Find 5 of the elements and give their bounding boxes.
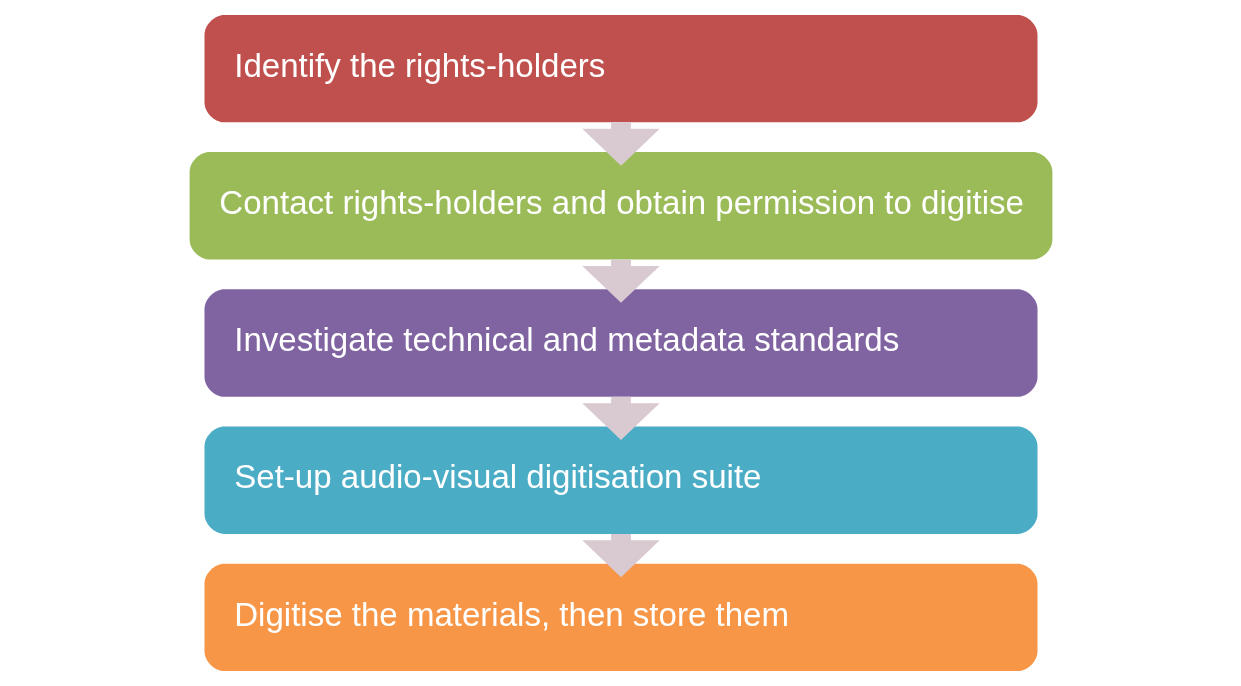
node-box: Digitise the materials, then store them: [204, 563, 1037, 672]
node-box: Set-up audio-visual digitisation suite: [204, 426, 1037, 534]
node-box: Identify the rights-holders: [204, 14, 1037, 123]
node-box: Contact rights-holders and obtain permission to digitise: [189, 152, 1052, 260]
node-box: Investigate technical and metadata standards: [204, 289, 1037, 397]
